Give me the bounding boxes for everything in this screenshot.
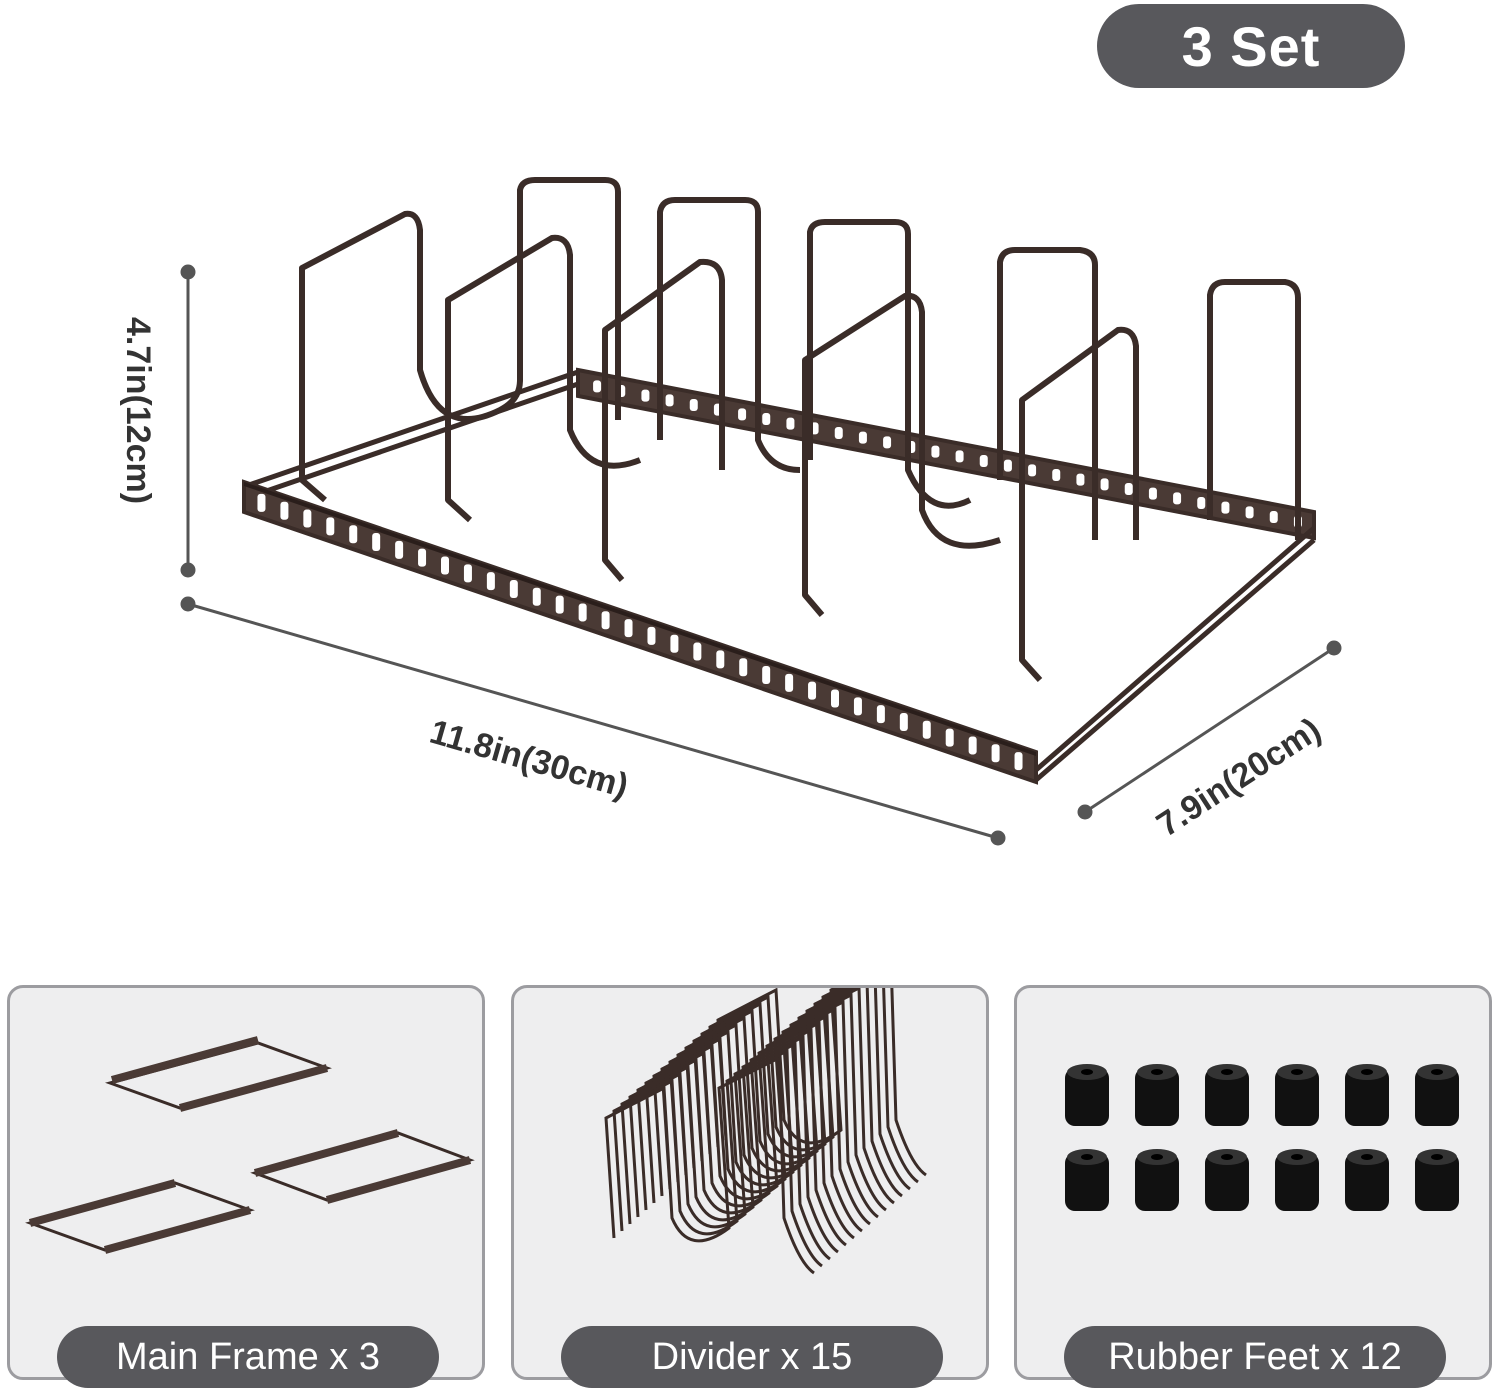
rubber-foot bbox=[1065, 1064, 1109, 1126]
rubber-foot bbox=[1135, 1149, 1179, 1211]
rubber-foot bbox=[1415, 1149, 1459, 1211]
height-dimension-label: 4.7in(12cm) bbox=[119, 317, 157, 505]
rack-front-rail bbox=[242, 479, 1038, 785]
rubber-foot bbox=[1065, 1149, 1109, 1211]
rack-front-rail-slots bbox=[257, 493, 1023, 771]
pan-organizer-rack-illustration bbox=[180, 177, 1342, 846]
rubber-foot bbox=[1415, 1064, 1459, 1126]
set-count-badge: 3 Set bbox=[1097, 4, 1405, 88]
main-frame-label: Main Frame x 3 bbox=[57, 1326, 439, 1388]
frame-icon bbox=[25, 1036, 475, 1254]
rack-back-rail bbox=[576, 367, 1316, 541]
rubber-foot-icon bbox=[1065, 1064, 1459, 1211]
rubber-foot bbox=[1275, 1064, 1319, 1126]
rack-dividers-front bbox=[445, 234, 1139, 683]
rubber-foot bbox=[1205, 1064, 1249, 1126]
rubber-foot bbox=[1345, 1064, 1389, 1126]
divider-label: Divider x 15 bbox=[561, 1326, 943, 1388]
rubber-foot bbox=[1275, 1149, 1319, 1211]
rack-back-rail-slots bbox=[593, 380, 1302, 528]
rubber-feet-panel bbox=[1014, 985, 1492, 1380]
rubber-foot bbox=[1135, 1064, 1179, 1126]
dimension-lines bbox=[180, 264, 1342, 846]
divider-icon bbox=[604, 988, 927, 1275]
main-frame-panel bbox=[7, 985, 485, 1380]
rubber-feet-label: Rubber Feet x 12 bbox=[1064, 1326, 1446, 1388]
rubber-foot bbox=[1345, 1149, 1389, 1211]
rubber-foot bbox=[1205, 1149, 1249, 1211]
divider-panel bbox=[511, 985, 989, 1380]
rack-dividers-back bbox=[299, 177, 1301, 540]
